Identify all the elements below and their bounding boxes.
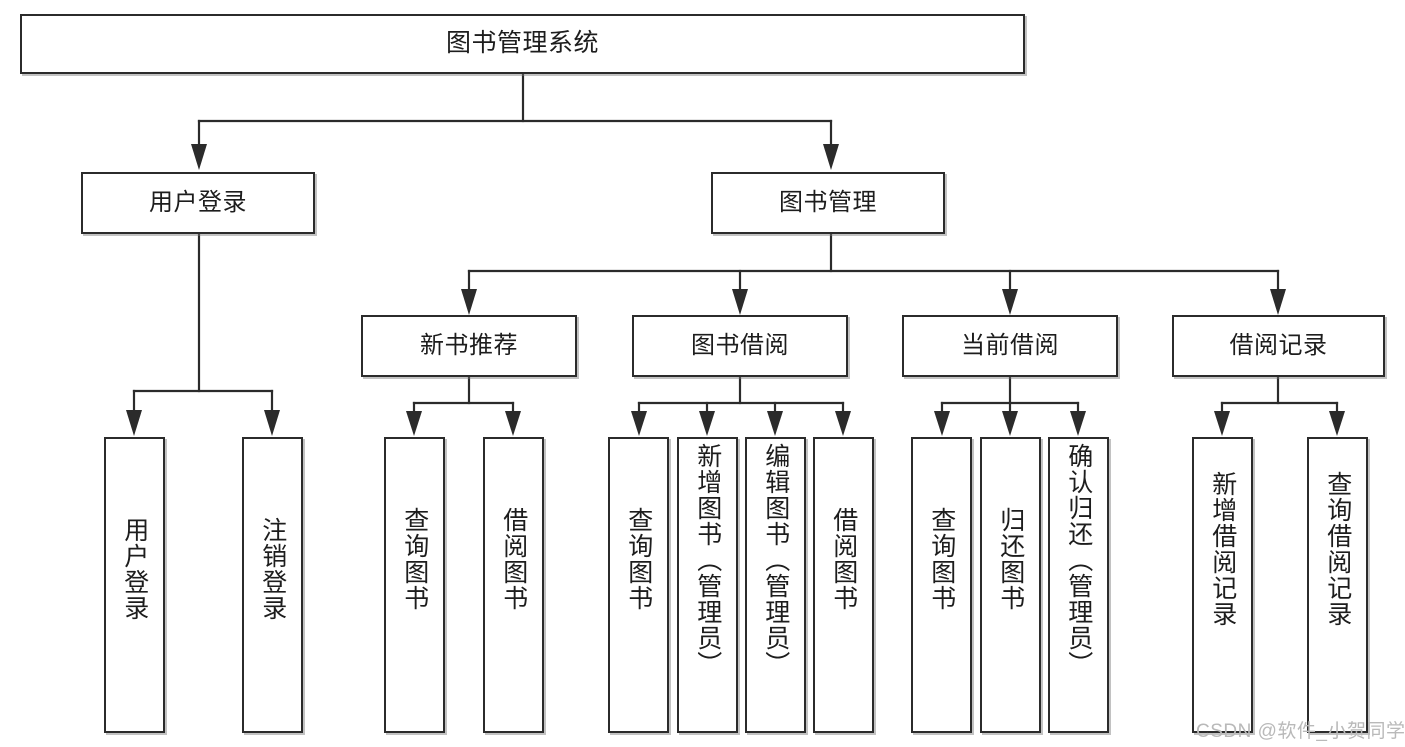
node-leaf-query-borrow-record-label: 查询借阅记录 — [1323, 471, 1352, 627]
node-root[interactable]: 图书管理系统 — [20, 14, 1025, 74]
arrow-leaf-query-borrow-record — [1329, 411, 1345, 436]
node-leaf-borrow-book-recommend[interactable]: 借阅图书 — [483, 437, 544, 733]
node-leaf-confirm-return-admin-label: 确认归还（管理员） — [1064, 443, 1093, 677]
arrow-book-management — [823, 144, 839, 170]
node-user-login[interactable]: 用户登录 — [81, 172, 315, 234]
node-new-book-recommend-label: 新书推荐 — [420, 331, 518, 359]
arrow-leaf-query-book-current — [934, 411, 950, 436]
arrow-user-login — [191, 144, 207, 170]
arrow-leaf-query-book-recommend — [406, 411, 422, 436]
node-leaf-add-book-admin-label: 新增图书（管理员） — [693, 443, 722, 677]
node-book-borrow-label: 图书借阅 — [691, 331, 789, 359]
node-borrow-record[interactable]: 借阅记录 — [1172, 315, 1385, 377]
node-leaf-user-login[interactable]: 用户登录 — [104, 437, 165, 733]
node-leaf-logout-login[interactable]: 注销登录 — [242, 437, 303, 733]
arrow-leaf-borrow-book-recommend — [505, 411, 521, 436]
arrow-leaf-user-login — [126, 410, 142, 436]
node-leaf-return-book-label: 归还图书 — [996, 507, 1025, 611]
node-leaf-query-book-recommend[interactable]: 查询图书 — [384, 437, 445, 733]
arrow-leaf-confirm-return-admin — [1070, 411, 1086, 436]
arrow-leaf-add-book-admin — [699, 411, 715, 436]
csdn-watermark: CSDN @软件_小贺同学 — [1196, 721, 1405, 742]
node-leaf-user-login-label: 用户登录 — [120, 517, 149, 621]
node-leaf-query-book-current-label: 查询图书 — [927, 507, 956, 611]
node-leaf-edit-book-admin[interactable]: 编辑图书（管理员） — [745, 437, 806, 733]
node-root-label: 图书管理系统 — [445, 29, 599, 58]
node-leaf-query-borrow-record[interactable]: 查询借阅记录 — [1307, 437, 1368, 733]
node-book-management-label: 图书管理 — [779, 188, 877, 216]
node-book-management[interactable]: 图书管理 — [711, 172, 945, 234]
node-leaf-query-book-borrow[interactable]: 查询图书 — [608, 437, 669, 733]
node-user-login-label: 用户登录 — [149, 188, 247, 216]
node-leaf-confirm-return-admin[interactable]: 确认归还（管理员） — [1048, 437, 1109, 733]
arrow-book-borrow — [732, 289, 748, 315]
arrow-leaf-return-book — [1002, 411, 1018, 436]
node-leaf-query-book-borrow-label: 查询图书 — [624, 507, 653, 611]
node-current-borrow-label: 当前借阅 — [961, 331, 1059, 359]
node-leaf-add-borrow-record[interactable]: 新增借阅记录 — [1192, 437, 1253, 733]
arrow-leaf-logout-login — [264, 410, 280, 436]
node-new-book-recommend[interactable]: 新书推荐 — [361, 315, 577, 377]
arrow-leaf-borrow-book — [835, 411, 851, 436]
node-leaf-add-book-admin[interactable]: 新增图书（管理员） — [677, 437, 738, 733]
node-leaf-query-book-current[interactable]: 查询图书 — [911, 437, 972, 733]
node-leaf-logout-login-label: 注销登录 — [258, 517, 287, 621]
node-borrow-record-label: 借阅记录 — [1229, 331, 1328, 359]
node-leaf-edit-book-admin-label: 编辑图书（管理员） — [761, 443, 790, 677]
node-current-borrow[interactable]: 当前借阅 — [902, 315, 1118, 377]
node-book-borrow[interactable]: 图书借阅 — [632, 315, 848, 377]
node-leaf-query-book-recommend-label: 查询图书 — [400, 507, 429, 611]
arrow-leaf-query-book-borrow — [631, 411, 647, 436]
node-leaf-borrow-book-recommend-label: 借阅图书 — [499, 507, 528, 611]
node-leaf-add-borrow-record-label: 新增借阅记录 — [1208, 471, 1237, 627]
node-leaf-borrow-book-label: 借阅图书 — [829, 507, 858, 611]
arrow-current-borrow — [1002, 289, 1018, 315]
arrow-borrow-record — [1270, 289, 1286, 315]
arrow-leaf-add-borrow-record — [1214, 411, 1230, 436]
arrow-new-book-recommend — [461, 289, 477, 315]
node-leaf-return-book[interactable]: 归还图书 — [980, 437, 1041, 733]
arrow-leaf-edit-book-admin — [767, 411, 783, 436]
node-leaf-borrow-book[interactable]: 借阅图书 — [813, 437, 874, 733]
